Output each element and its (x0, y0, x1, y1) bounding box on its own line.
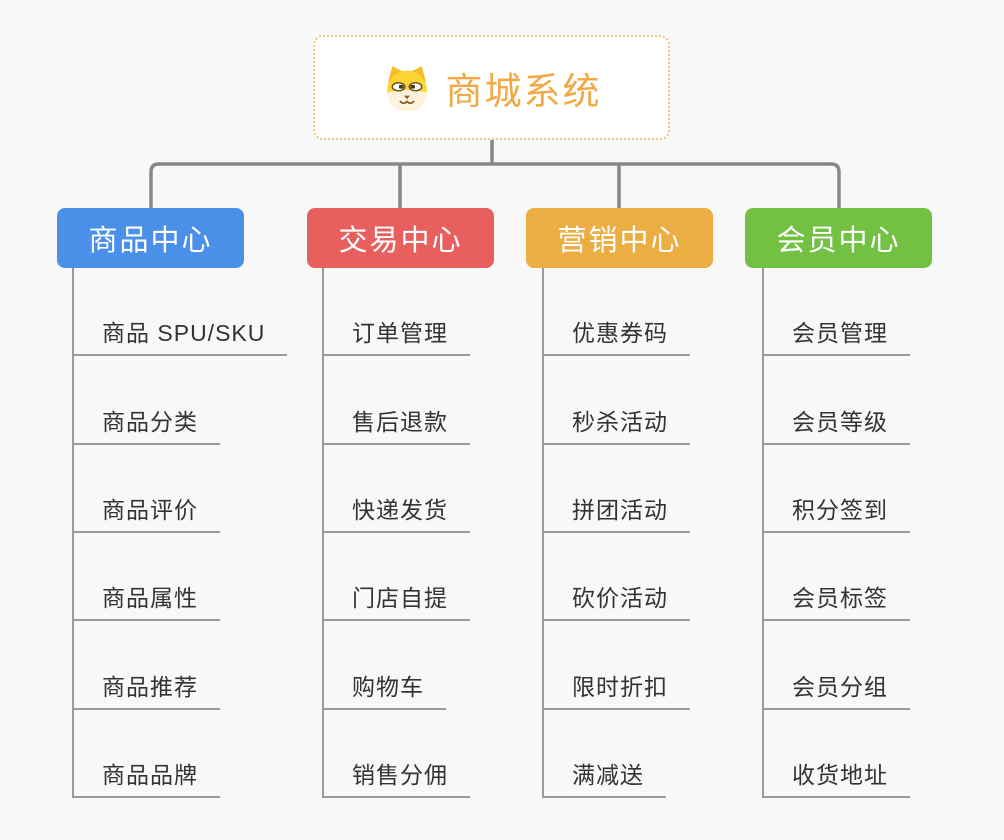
leaf-node[interactable]: 收货地址 (762, 756, 910, 798)
leaf-node[interactable]: 销售分佣 (322, 756, 470, 798)
leaf-node[interactable]: 商品评价 (72, 491, 220, 533)
leaf-node[interactable]: 商品 SPU/SKU (72, 314, 288, 357)
leaf-node[interactable]: 商品推荐 (72, 668, 220, 710)
leaf-node[interactable]: 积分签到 (762, 491, 910, 533)
leaf-node[interactable]: 优惠券码 (542, 314, 690, 357)
leaf-node[interactable]: 会员管理 (762, 314, 910, 357)
leaf-node[interactable]: 会员等级 (762, 403, 910, 445)
leaf-node[interactable]: 会员分组 (762, 668, 910, 710)
branch-node-members[interactable]: 会员中心 (745, 208, 932, 268)
branch-column-products: 商品 SPU/SKU 商品分类 商品评价 商品属性 商品推荐 商品品牌 (72, 268, 288, 798)
leaf-node[interactable]: 商品属性 (72, 579, 220, 622)
root-node[interactable]: 商城系统 (313, 35, 670, 140)
branch-node-products[interactable]: 商品中心 (57, 208, 244, 268)
leaf-node[interactable]: 拼团活动 (542, 491, 690, 533)
leaf-node[interactable]: 满减送 (542, 756, 666, 798)
branch-column-trade: 订单管理 售后退款 快递发货 门店自提 购物车 销售分佣 (322, 268, 470, 798)
branch-node-trade[interactable]: 交易中心 (307, 208, 494, 268)
branch-column-members: 会员管理 会员等级 积分签到 会员标签 会员分组 收货地址 (762, 268, 910, 798)
leaf-node[interactable]: 砍价活动 (542, 579, 690, 622)
leaf-node[interactable]: 会员标签 (762, 579, 910, 622)
leaf-node[interactable]: 商品分类 (72, 403, 220, 445)
leaf-node[interactable]: 门店自提 (322, 579, 470, 622)
leaf-node[interactable]: 购物车 (322, 668, 446, 710)
branch-column-marketing: 优惠券码 秒杀活动 拼团活动 砍价活动 限时折扣 满减送 (542, 268, 690, 798)
leaf-node[interactable]: 限时折扣 (542, 668, 690, 710)
leaf-node[interactable]: 订单管理 (322, 314, 470, 357)
leaf-node[interactable]: 快递发货 (322, 491, 470, 533)
dog-face-icon (386, 66, 427, 111)
leaf-node[interactable]: 秒杀活动 (542, 403, 690, 445)
leaf-node[interactable]: 售后退款 (322, 403, 470, 445)
root-title: 商城系统 (445, 70, 602, 112)
branch-node-marketing[interactable]: 营销中心 (526, 208, 713, 268)
leaf-node[interactable]: 商品品牌 (72, 756, 220, 798)
